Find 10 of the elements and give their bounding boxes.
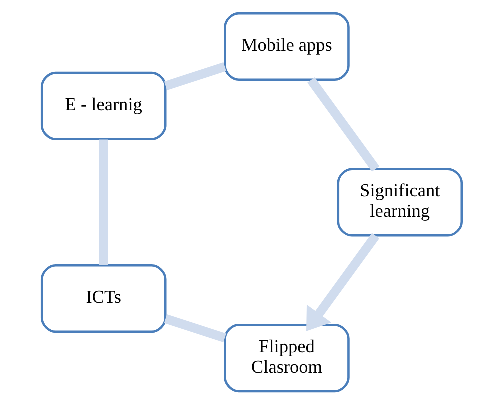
- node-box: Flipped Clasroom: [224, 323, 350, 392]
- node-box: ICTs: [40, 264, 167, 333]
- node-box: Mobile apps: [224, 12, 350, 81]
- connector: [164, 314, 226, 342]
- connector: [99, 139, 108, 265]
- connector: [164, 62, 226, 90]
- node-box: E - learnig: [40, 71, 167, 140]
- arrow: [306, 232, 380, 331]
- node-box: Significant learning: [337, 168, 464, 236]
- connector: [308, 76, 380, 172]
